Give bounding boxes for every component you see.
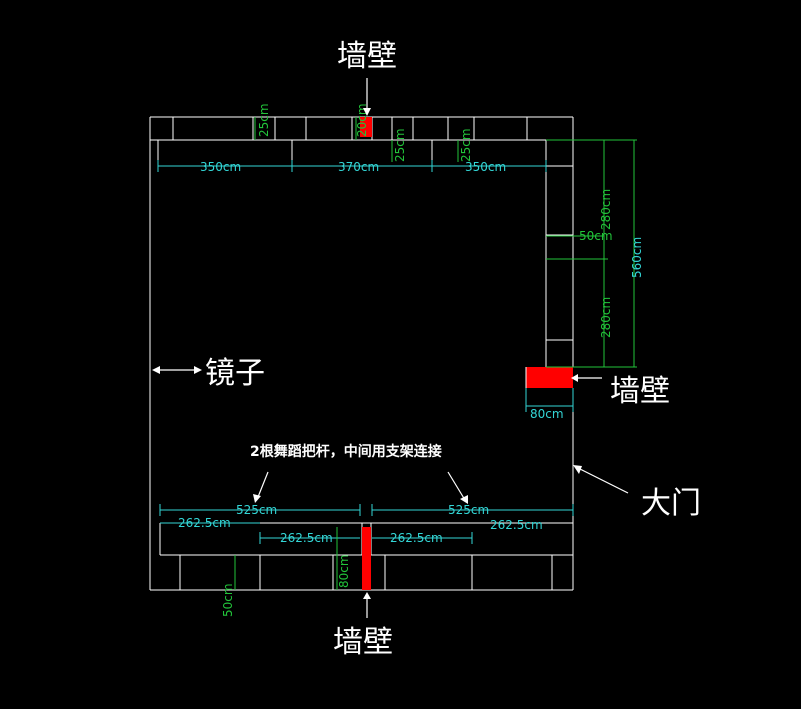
top-dimensions: 350cm 370cm 350cm [157, 160, 547, 174]
label-door: 大门 [641, 486, 701, 521]
dim-bottom-2625-b: 262.5cm [280, 531, 333, 545]
right-column [525, 139, 574, 388]
top-wall-marker [360, 117, 372, 137]
dim-right-280-bottom: 280cm [599, 297, 613, 338]
bottom-dimensions: 525cm 525cm 262.5cm 262.5cm 262.5cm 262.… [159, 503, 574, 617]
label-mirror: 镜子 [205, 356, 265, 391]
barre-note: 2根舞蹈把杆，中间用支架连接 [250, 443, 442, 460]
dim-top-25-a: 25cm [257, 103, 271, 137]
dim-right-80: 80cm [530, 407, 564, 421]
dim-bottom-80: 80cm [337, 554, 351, 588]
dim-bottom-525-left: 525cm [236, 503, 277, 517]
label-wall-right: 墙壁 [610, 374, 670, 409]
dim-bottom-525-right: 525cm [448, 503, 489, 517]
bottom-wall-marker [362, 527, 371, 590]
dim-right-50: 50cm [579, 229, 613, 243]
right-wall-marker [526, 367, 573, 388]
dim-top-25-b: 25cm [393, 128, 407, 162]
dim-bottom-2625-c: 262.5cm [390, 531, 443, 545]
dim-right-560: 560cm [630, 237, 644, 278]
dim-bottom-50: 50cm [221, 583, 235, 617]
top-barre [150, 117, 546, 167]
dim-top-25-c: 25cm [459, 128, 473, 162]
right-dimensions: 280cm 280cm 560cm 50cm 80cm [525, 139, 644, 421]
bottom-barre [159, 522, 573, 590]
dim-top-370: 370cm [338, 160, 379, 174]
arrows [152, 78, 629, 618]
label-wall-bottom: 墙壁 [333, 625, 393, 660]
dim-top-350-left: 350cm [200, 160, 241, 174]
dim-top-350-right: 350cm [465, 160, 506, 174]
dim-right-280-top: 280cm [599, 189, 613, 230]
top-green-dims: 25cm 20cm 25cm 25cm [254, 103, 473, 162]
dim-bottom-2625-a: 262.5cm [178, 516, 231, 530]
label-wall-top: 墙壁 [337, 39, 397, 74]
dim-bottom-2625-d: 262.5cm [490, 518, 543, 532]
